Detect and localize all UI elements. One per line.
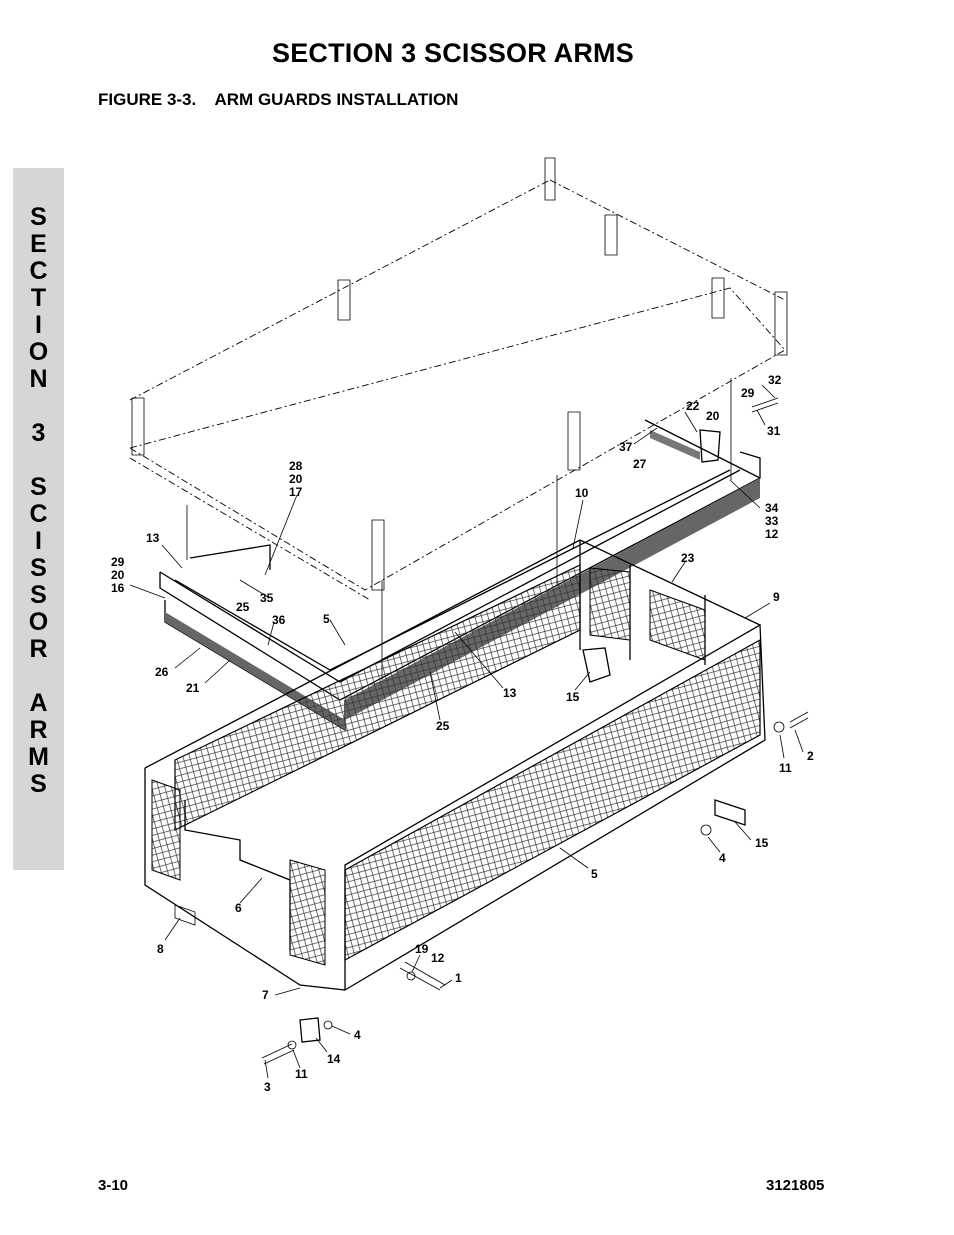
callout-4: 4 — [354, 1028, 361, 1042]
callout-2: 2 — [807, 749, 814, 763]
callout-13: 13 — [503, 686, 517, 700]
callout-9: 9 — [773, 590, 780, 604]
callout-34: 34 — [765, 501, 779, 515]
callout-13: 13 — [146, 531, 160, 545]
side-tab-letter: 3 — [31, 419, 46, 447]
callout-5: 5 — [591, 867, 598, 881]
callout-28: 28 — [289, 459, 303, 473]
callout-11: 11 — [295, 1067, 308, 1081]
callout-25: 25 — [236, 600, 250, 614]
callout-20: 20 — [111, 568, 125, 582]
callout-20: 20 — [706, 409, 720, 423]
side-tab-letter: C — [29, 257, 48, 285]
callout-20: 20 — [289, 472, 303, 486]
side-tab-letter: E — [30, 230, 47, 258]
side-tab-letter: S — [30, 473, 47, 501]
callout-22: 22 — [686, 399, 700, 413]
callout-3: 3 — [264, 1080, 271, 1094]
callout-26: 26 — [155, 665, 169, 679]
callout-15: 15 — [755, 836, 769, 850]
callout-8: 8 — [157, 942, 164, 956]
callout-29: 29 — [741, 386, 755, 400]
callout-7: 7 — [262, 988, 269, 1002]
callout-21: 21 — [186, 681, 200, 695]
callout-10: 10 — [575, 486, 589, 500]
callout-1: 1 — [455, 971, 462, 985]
side-tab-letter: C — [29, 500, 48, 528]
callout-32: 32 — [768, 373, 782, 387]
side-tab-letter: N — [29, 365, 48, 393]
callout-37: 37 — [619, 440, 633, 454]
section-title: SECTION 3 SCISSOR ARMS — [272, 38, 634, 68]
side-tab-letter: S — [30, 581, 47, 609]
callout-12: 12 — [431, 951, 445, 965]
side-tab-letter: S — [30, 770, 47, 798]
callout-5: 5 — [323, 612, 330, 626]
callout-12: 12 — [765, 527, 779, 541]
callout-31: 31 — [767, 424, 781, 438]
page-number: 3-10 — [98, 1177, 129, 1194]
callout-6: 6 — [235, 901, 242, 915]
side-tab-letter: S — [30, 203, 47, 231]
brackets-hardware — [174, 397, 809, 1065]
callout-16: 16 — [111, 581, 125, 595]
callout-leaders — [129, 384, 804, 1079]
callout-11: 11 — [779, 761, 792, 775]
callout-15: 15 — [566, 690, 580, 704]
side-tab-letter: I — [35, 311, 42, 339]
mesh-guard-box — [144, 539, 766, 991]
callout-25: 25 — [436, 719, 450, 733]
side-tab-letter: T — [30, 284, 47, 312]
side-tab-letter: A — [29, 689, 48, 717]
document-number: 3121805 — [766, 1177, 825, 1194]
callout-14: 14 — [327, 1052, 341, 1066]
callout-35: 35 — [260, 591, 274, 605]
callout-19: 19 — [415, 942, 429, 956]
side-tab-letter: M — [28, 743, 49, 771]
side-tab-letter: O — [28, 608, 49, 636]
side-tab-letter: S — [30, 554, 47, 582]
side-tab-letter: O — [28, 338, 49, 366]
callout-23: 23 — [681, 551, 695, 565]
callout-17: 17 — [289, 485, 303, 499]
callout-29: 29 — [111, 555, 125, 569]
side-tab-letter: R — [29, 716, 48, 744]
callout-33: 33 — [765, 514, 779, 528]
platform-deck-outline — [128, 157, 788, 601]
callout-labels: 32 29 22 20 31 37 27 28 20 17 10 34 33 1… — [111, 373, 814, 1094]
callout-27: 27 — [633, 457, 647, 471]
side-tab-letter: R — [29, 635, 48, 663]
side-tab-letter: I — [35, 527, 42, 555]
callout-36: 36 — [272, 613, 286, 627]
figure-title: FIGURE 3-3. ARM GUARDS INSTALLATION — [98, 90, 459, 109]
callout-4: 4 — [719, 851, 726, 865]
